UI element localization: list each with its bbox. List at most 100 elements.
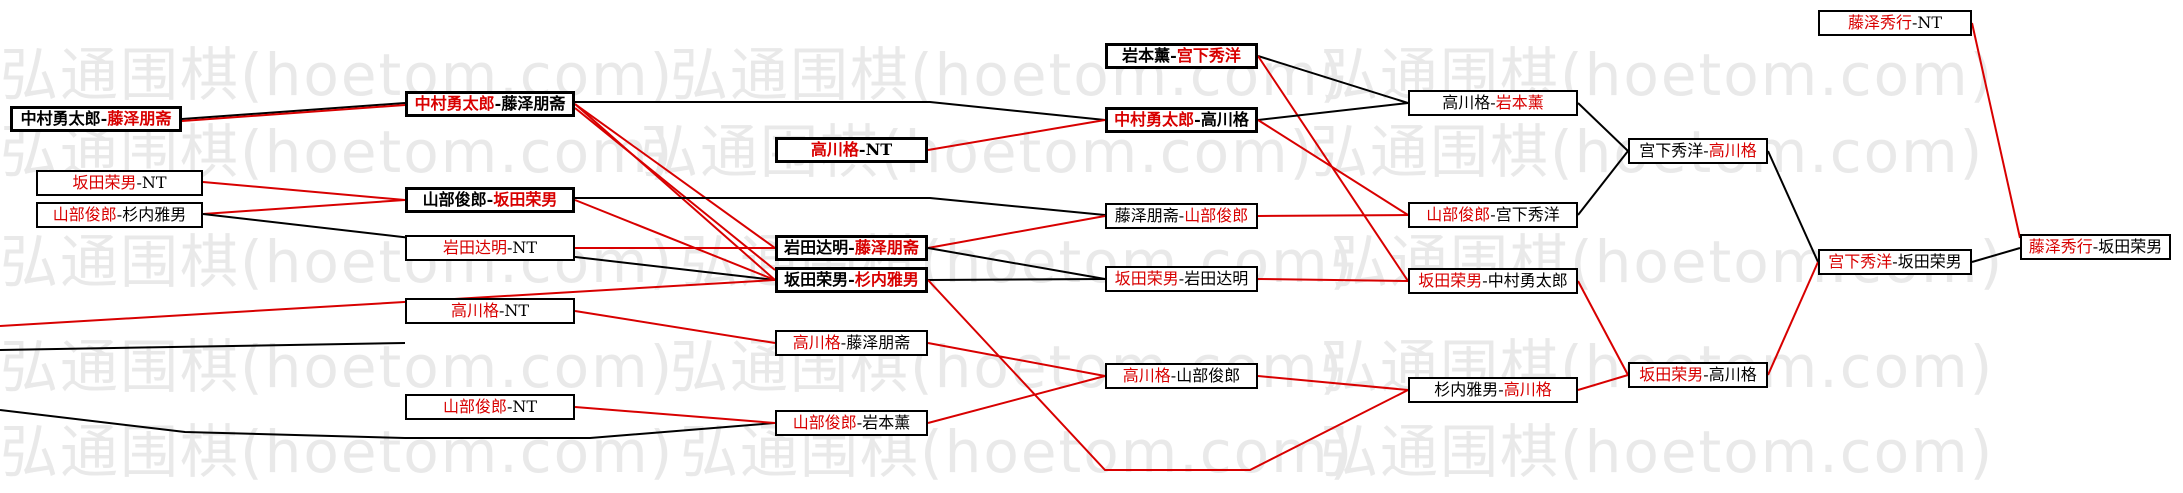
player-name: 高川格	[1503, 380, 1552, 399]
connector-line	[927, 247, 1106, 280]
connector-line	[1577, 280, 1629, 376]
connector-line	[202, 199, 406, 215]
player-name: 岩田达明	[1184, 269, 1249, 288]
match-node[interactable]: 中村勇太郎-高川格	[1105, 107, 1258, 133]
match-node[interactable]: 高川格-山部俊郎	[1105, 363, 1258, 389]
connector-line	[927, 279, 1409, 471]
player-name: NT	[1917, 13, 1943, 32]
player-name: 坂田荣男	[1114, 269, 1179, 288]
connector-line	[927, 375, 1106, 424]
connector-line	[574, 103, 776, 281]
match-node[interactable]: 山部俊郎-杉内雅男	[36, 202, 203, 228]
player-name: 藤泽秀行	[2028, 237, 2093, 256]
match-node[interactable]: 高川格-岩本薰	[1408, 90, 1578, 116]
connector-line	[927, 278, 1106, 281]
player-name: NT	[865, 140, 893, 159]
player-name: 岩本薰	[1495, 93, 1544, 112]
player-name: 岩田达明	[784, 238, 849, 257]
match-node[interactable]: 杉内雅男-高川格	[1408, 377, 1578, 403]
player-name: 中村勇太郎	[1114, 110, 1195, 129]
match-node[interactable]: 藤泽秀行-NT	[1818, 10, 1972, 36]
connector-line	[1257, 375, 1409, 391]
match-node[interactable]: 坂田荣男-高川格	[1628, 362, 1768, 388]
connector-line	[574, 406, 776, 424]
connector-line	[0, 342, 406, 351]
player-name: 山部俊郎	[1176, 366, 1241, 385]
player-name: 杉内雅男	[122, 205, 187, 224]
player-name: 高川格	[792, 333, 841, 352]
player-name: 坂田荣男	[2098, 237, 2163, 256]
match-node[interactable]: 高川格-NT	[405, 298, 575, 324]
match-node[interactable]: 宫下秀洋-高川格	[1628, 138, 1768, 164]
final-node[interactable]: 藤泽秀行-坂田荣男	[2020, 234, 2171, 260]
match-node[interactable]: 坂田荣男-NT	[36, 170, 203, 196]
player-name: 藤泽朋斋	[854, 238, 919, 257]
connector-line	[0, 409, 406, 439]
match-node[interactable]: 山部俊郎-岩本薰	[775, 410, 928, 436]
match-node[interactable]: 山部俊郎-坂田荣男	[405, 187, 575, 213]
connector-line	[574, 107, 776, 271]
match-node[interactable]: 坂田荣男-岩田达明	[1105, 266, 1258, 292]
match-node[interactable]: 岩田达明-藤泽朋斋	[775, 235, 928, 261]
match-node[interactable]: 山部俊郎-宫下秀洋	[1408, 202, 1578, 228]
connector-line	[1257, 102, 1409, 121]
player-name: 坂田荣男	[493, 190, 558, 209]
player-name: NT	[141, 173, 167, 192]
player-name: 藤泽朋斋	[1114, 206, 1179, 225]
match-node[interactable]: 中村勇太郎-藤泽朋斋	[405, 91, 575, 117]
player-name: 高川格	[810, 140, 859, 159]
connector-line	[1767, 261, 1819, 376]
player-name: NT	[504, 301, 530, 320]
match-node[interactable]: 高川格-藤泽朋斋	[775, 330, 928, 356]
connector-line	[575, 101, 1106, 121]
match-node[interactable]: 山部俊郎-NT	[405, 394, 575, 420]
player-name: 山部俊郎	[52, 205, 117, 224]
connector-line	[1257, 214, 1409, 217]
connector-line	[574, 310, 776, 344]
player-name: 高川格	[1708, 141, 1757, 160]
player-name: 藤泽朋斋	[107, 109, 172, 128]
match-node[interactable]: 岩田达明-NT	[405, 235, 575, 261]
player-name: 山部俊郎	[1426, 205, 1491, 224]
match-node[interactable]: 宫下秀洋-坂田荣男	[1818, 249, 1972, 275]
player-name: 坂田荣男	[1639, 365, 1704, 384]
player-name: 中村勇太郎	[20, 109, 101, 128]
match-node[interactable]: 藤泽朋斋-山部俊郎	[1105, 203, 1258, 229]
connector-line	[574, 103, 776, 249]
connector-line	[1767, 150, 1819, 263]
connector-line	[181, 102, 406, 120]
connector-line	[1971, 247, 2021, 263]
player-name: 山部俊郎	[792, 413, 857, 432]
player-name: 中村勇太郎	[1487, 271, 1568, 290]
player-name: 藤泽朋斋	[846, 333, 911, 352]
player-name: 坂田荣男	[784, 270, 849, 289]
connector-line	[927, 119, 1106, 151]
connector-line	[1257, 278, 1409, 282]
connector-line	[1577, 150, 1629, 216]
connector-line	[0, 279, 776, 327]
player-name: 宫下秀洋	[1495, 205, 1560, 224]
match-node[interactable]: 岩本薰-宫下秀洋	[1105, 43, 1258, 69]
connector-line	[181, 104, 406, 122]
player-name: 杉内雅男	[1434, 380, 1499, 399]
connector-line	[574, 199, 776, 281]
connector-line	[1577, 374, 1629, 391]
connector-line	[1577, 102, 1629, 152]
player-name: 坂田荣男	[72, 173, 137, 192]
player-name: 中村勇太郎	[414, 94, 495, 113]
connector-line	[1971, 22, 2021, 239]
player-name: 坂田荣男	[1418, 271, 1483, 290]
player-name: NT	[512, 238, 538, 257]
connector-line	[1257, 55, 1409, 104]
connector-line	[927, 215, 1106, 249]
match-node[interactable]: 坂田荣男-杉内雅男	[775, 267, 928, 293]
player-name: 岩田达明	[442, 238, 507, 257]
player-name: 宫下秀洋	[1639, 141, 1704, 160]
match-node[interactable]: 坂田荣男-中村勇太郎	[1408, 268, 1578, 294]
player-name: 山部俊郎	[1184, 206, 1249, 225]
player-name: 岩本薰	[862, 413, 911, 432]
player-name: 高川格	[1122, 366, 1171, 385]
match-node[interactable]: 高川格-NT	[775, 137, 928, 163]
player-name: 高川格	[1708, 365, 1757, 384]
match-node[interactable]: 中村勇太郎-藤泽朋斋	[10, 106, 182, 132]
